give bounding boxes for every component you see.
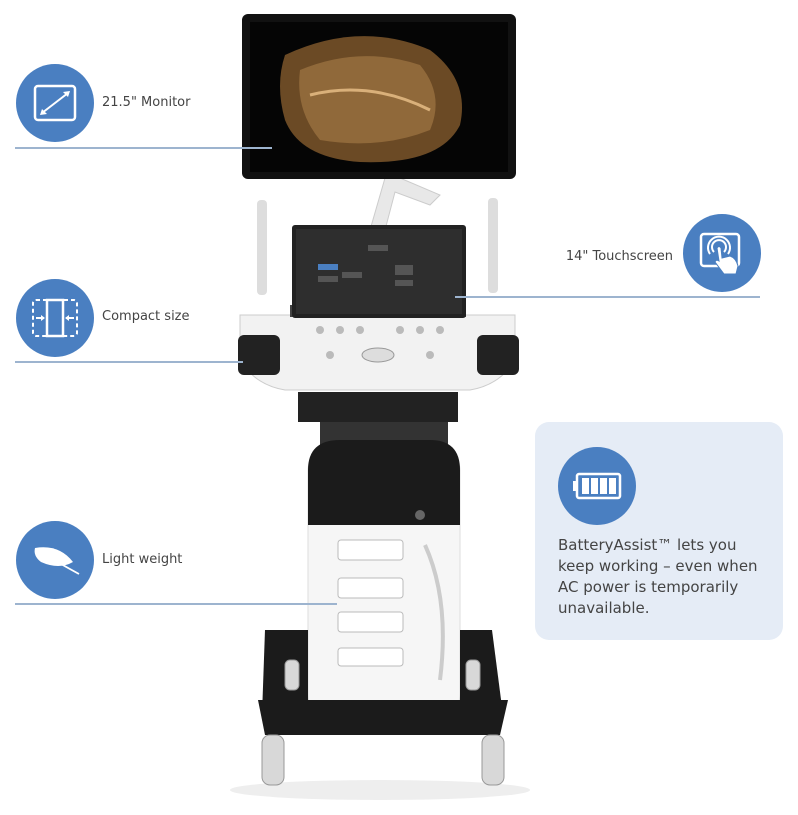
feature-label-monitor: 21.5" Monitor (102, 95, 191, 110)
callout-line-compact (15, 361, 243, 363)
callout-line-touchscreen (455, 296, 760, 298)
callout-line-weight (15, 603, 337, 605)
monitor-diagonal-icon (16, 64, 94, 142)
feature-label-touchscreen: 14" Touchscreen (565, 249, 673, 264)
battery-assist-text: BatteryAssist™ lets you keep working – e… (558, 536, 758, 617)
compact-size-icon (16, 279, 94, 357)
battery-icon (558, 447, 636, 525)
callout-line-monitor (15, 147, 272, 149)
touchscreen-icon (683, 214, 761, 292)
battery-assist-card: BatteryAssist™ lets you keep working – e… (535, 422, 783, 640)
feature-label-weight: Light weight (102, 552, 183, 567)
feature-label-compact: Compact size (102, 309, 190, 324)
feather-icon (16, 521, 94, 599)
